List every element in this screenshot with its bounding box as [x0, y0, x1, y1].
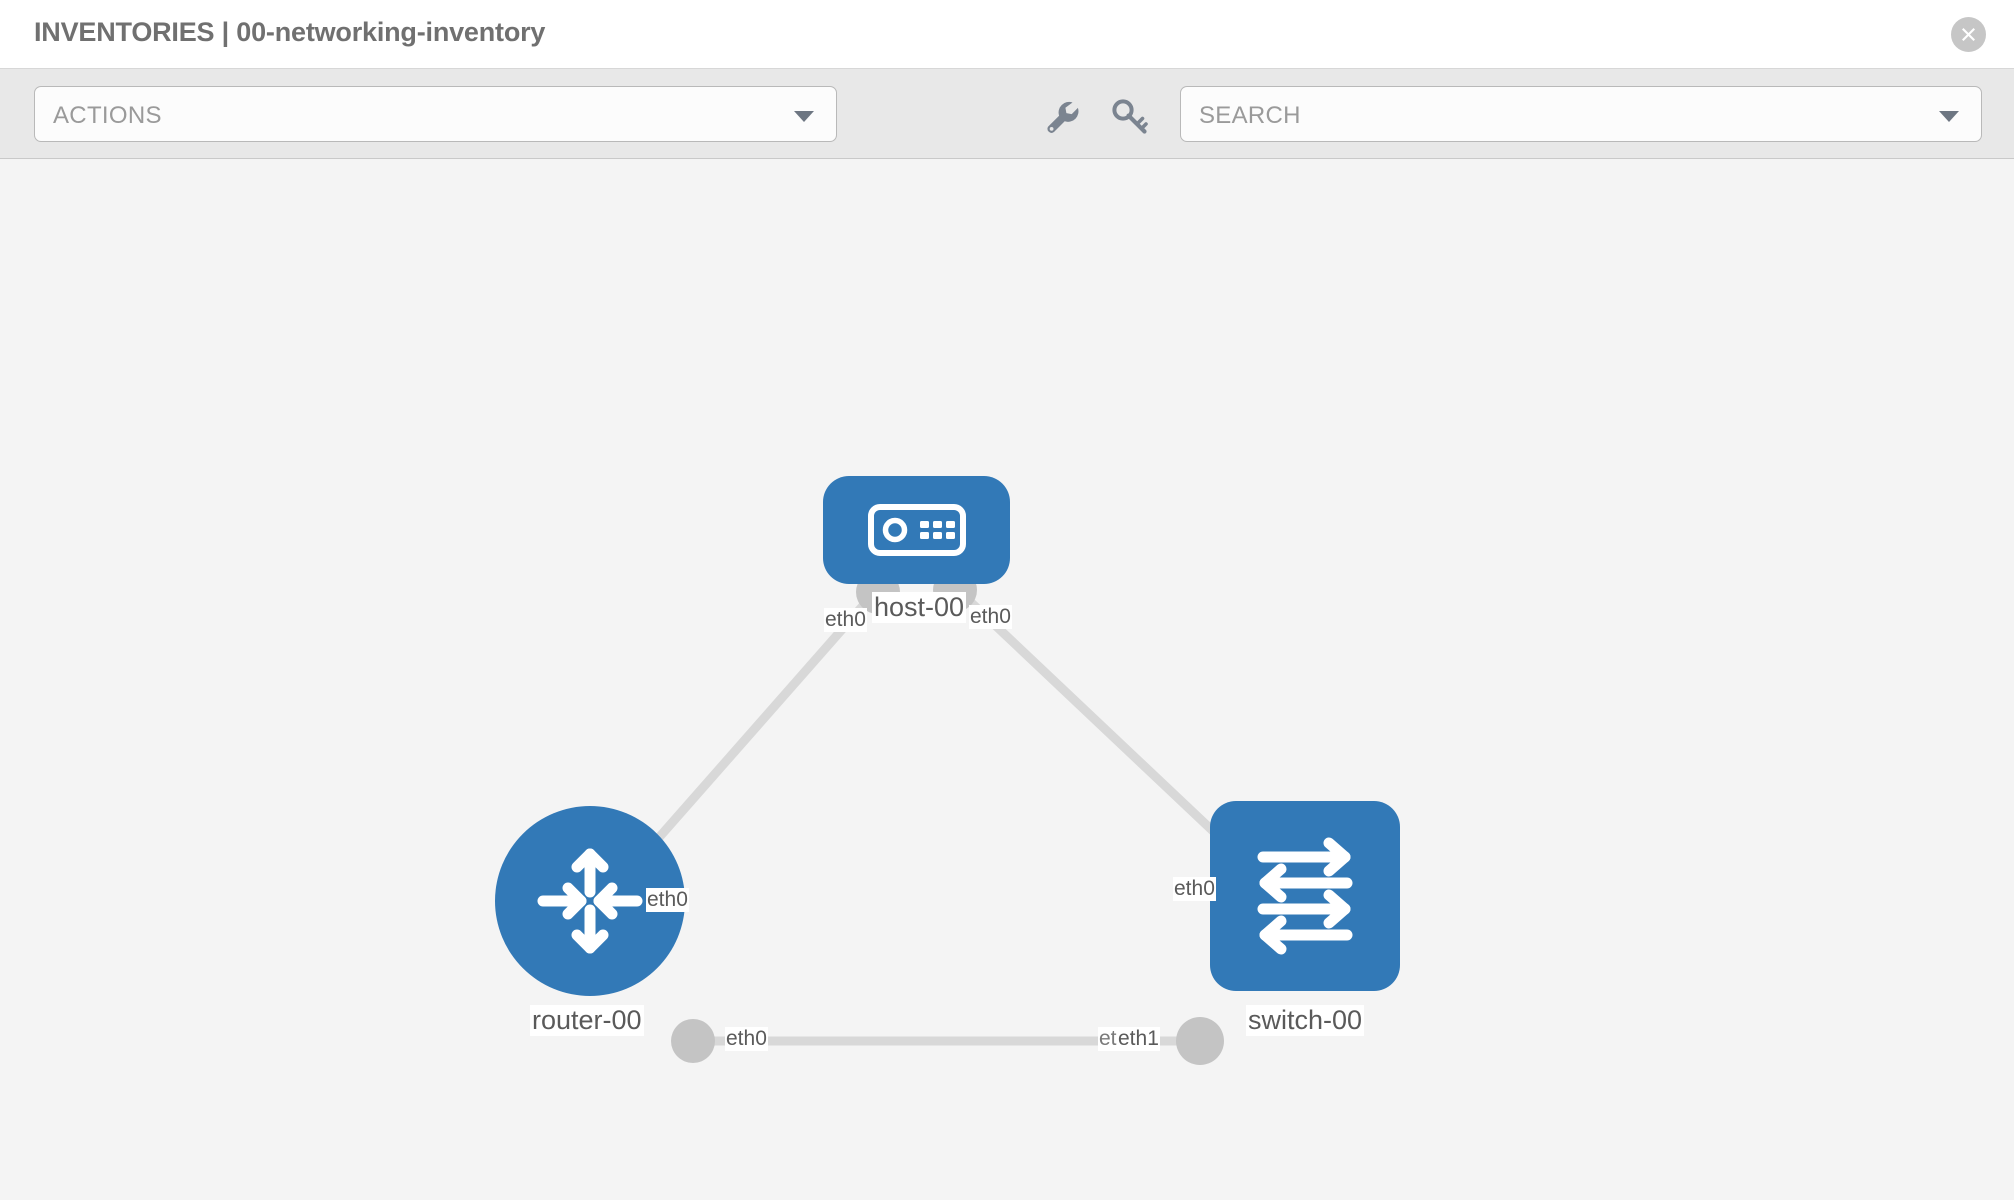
page-header: INVENTORIES | 00-networking-inventory	[0, 0, 2014, 69]
wrench-icon[interactable]	[1040, 95, 1084, 139]
iface-label-switch-mid-overlapped: et	[1098, 1027, 1118, 1051]
iface-label-host-left: eth0	[824, 608, 867, 632]
key-glyph	[1112, 99, 1148, 134]
node-label-router-00: router-00	[530, 1005, 644, 1036]
connector-switch-left	[1176, 1017, 1224, 1065]
page-title: INVENTORIES | 00-networking-inventory	[34, 17, 546, 47]
edge-host-router	[644, 589, 879, 853]
router-arrows-icon	[537, 848, 643, 954]
iface-label-switch-up: eth0	[1173, 877, 1216, 901]
search-input[interactable]: SEARCH	[1180, 86, 1982, 142]
close-icon[interactable]	[1951, 17, 1986, 52]
actions-dropdown-label: ACTIONS	[53, 102, 162, 129]
close-glyph	[1962, 28, 1975, 41]
search-placeholder: SEARCH	[1199, 102, 1301, 129]
actions-dropdown[interactable]: ACTIONS	[34, 86, 837, 142]
connector-router-right	[671, 1019, 715, 1063]
iface-label-router-up: eth0	[646, 888, 689, 912]
topology-canvas[interactable]: host-00 router-00 switch-00 eth0 eth0 et…	[0, 160, 2014, 1200]
edge-host-switch	[956, 588, 1237, 854]
chevron-down-icon[interactable]	[1939, 111, 1959, 122]
node-switch-00[interactable]	[1210, 801, 1400, 991]
wrench-glyph	[1047, 101, 1079, 133]
iface-label-host-right: eth0	[969, 605, 1012, 629]
chevron-down-icon	[794, 111, 814, 122]
iface-label-switch-mid: eth1	[1117, 1027, 1160, 1051]
server-device-icon	[867, 504, 966, 556]
key-icon[interactable]	[1108, 95, 1152, 139]
node-label-host-00: host-00	[872, 592, 967, 623]
toolbar: ACTIONS SEARCH	[0, 69, 2014, 159]
switch-arrows-icon	[1257, 837, 1353, 955]
topology-edges	[644, 568, 1259, 1065]
iface-label-router-mid: eth0	[725, 1027, 768, 1051]
node-host-00[interactable]	[823, 476, 1010, 584]
node-label-switch-00: switch-00	[1246, 1005, 1365, 1036]
